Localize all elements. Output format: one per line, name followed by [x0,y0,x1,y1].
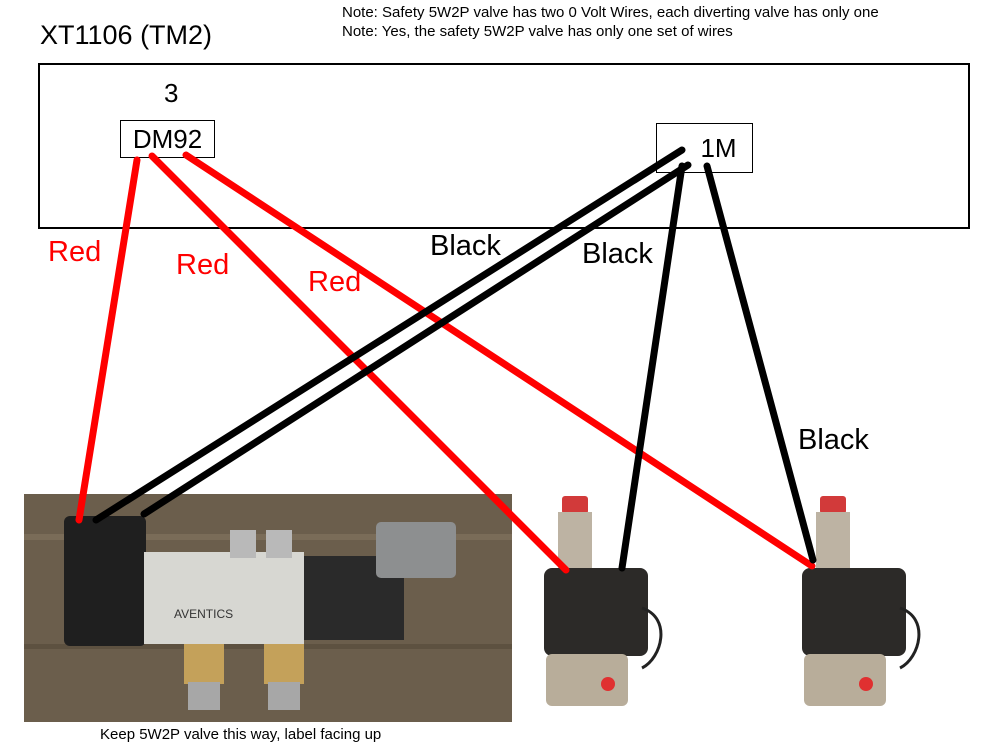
photo-diverting-valve-2 [802,496,921,706]
terminal-1m: 1M [656,123,753,173]
valve-cap [562,496,588,514]
valve-cap [820,496,846,514]
solenoid-coil [64,516,146,646]
photo-caption: Keep 5W2P valve this way, label facing u… [100,726,382,743]
valve-coil [544,568,648,656]
wire-label-red-1: Red [48,236,102,268]
red-wire-to-diverting-valve-2 [182,151,816,570]
wire-label-red-3: Red [308,266,362,298]
valve-base [804,654,886,706]
terminal-number: 3 [164,78,179,108]
diagram-title: XT1106 (TM2) [40,20,213,50]
photo-diverting-valve-1 [544,496,663,706]
photo-5w2p-valve: AVENTICS [24,494,512,722]
note-safety-valve-wires: Note: Safety 5W2P valve has two 0 Volt W… [342,4,879,21]
wire-label-black-2: Black [582,238,653,270]
control-enclosure [38,63,970,229]
muffler-right [264,644,304,684]
note-one-set-of-wires: Note: Yes, the safety 5W2P valve has onl… [342,23,733,40]
red-wire-to-diverting-valve-1 [148,152,570,574]
black-wire-to-5w2p-a [92,146,686,524]
muffler-left [184,644,224,684]
terminal-dm92-label: DM92 [132,123,203,154]
wire-label-black-1: Black [430,230,501,262]
wire-label-red-2: Red [176,249,230,281]
valve-brand-label: AVENTICS [174,607,233,621]
connector-plug [376,522,456,578]
black-wire-to-diverting-valve-1 [618,162,686,572]
valve-coil [802,568,906,656]
black-wire-to-diverting-valve-2 [703,162,817,564]
valve-body [144,552,304,644]
black-wire-to-5w2p-b [140,161,692,518]
terminal-1m-label: 1M [700,132,737,163]
terminal-dm92: DM92 [120,120,215,158]
wire-label-black-3: Black [798,424,869,456]
red-wire-to-5w2p [75,156,141,524]
valve-base [546,654,628,706]
